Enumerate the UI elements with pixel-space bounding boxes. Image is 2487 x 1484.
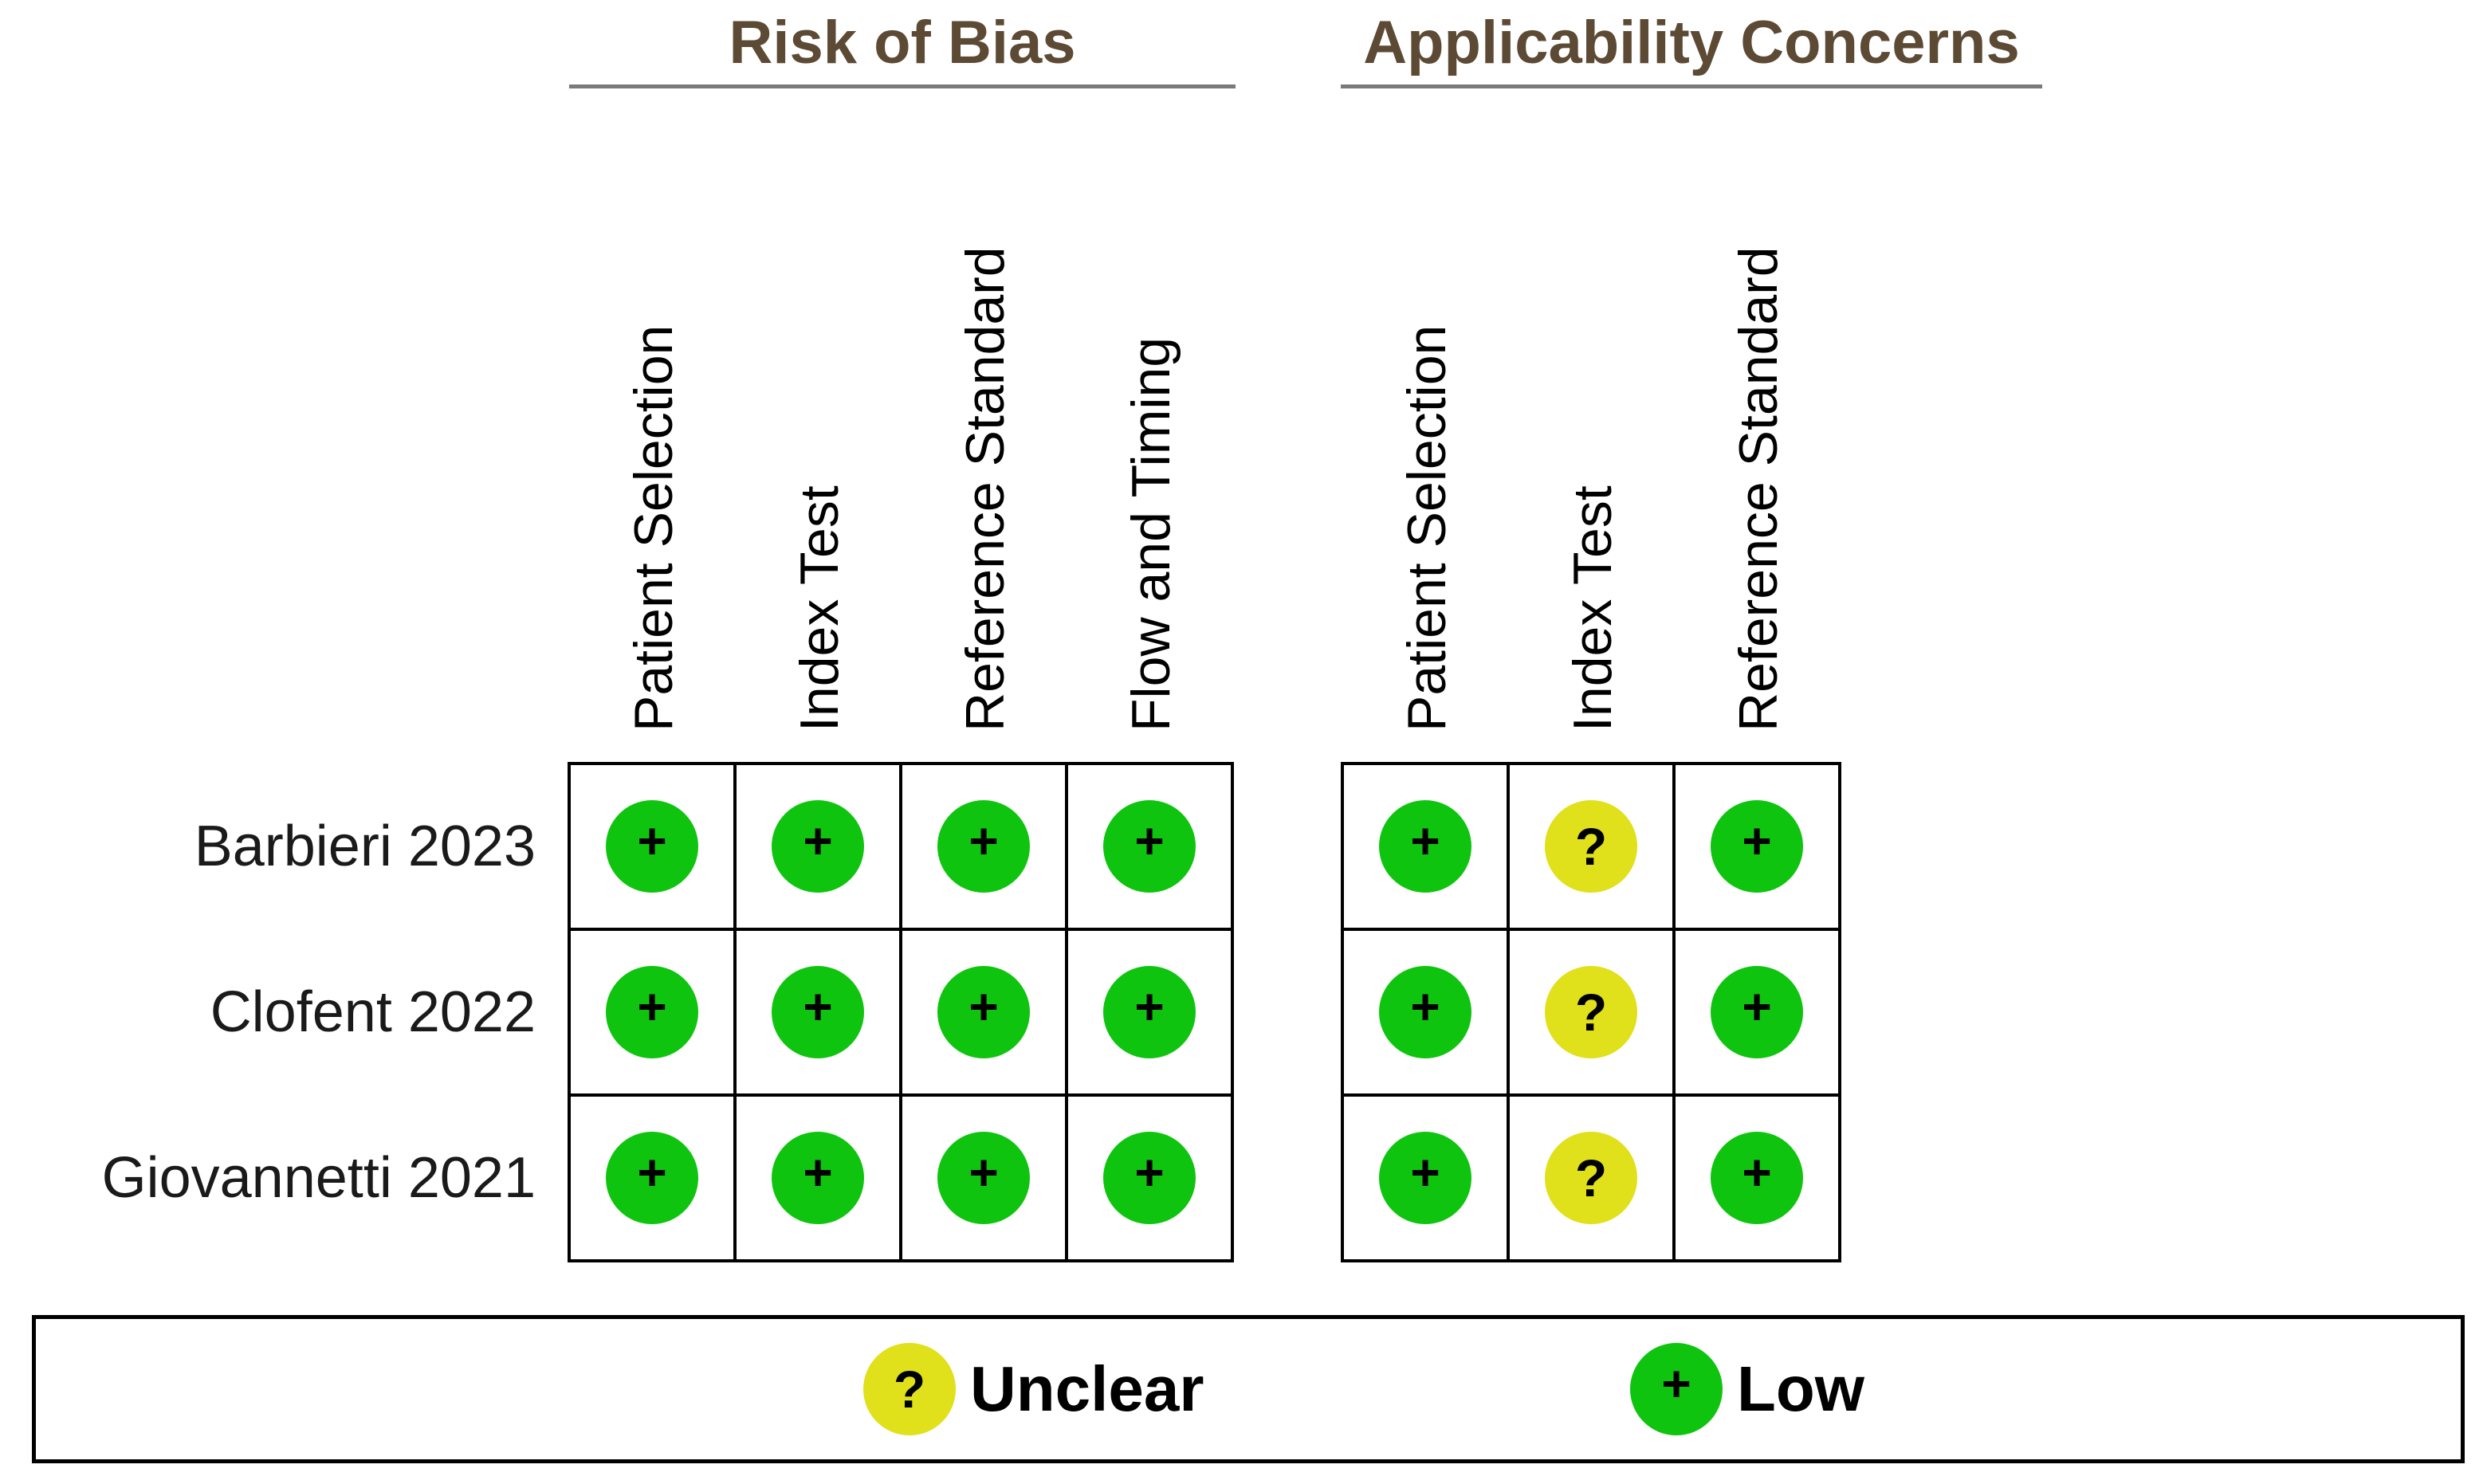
cell-giovannetti-2021-risk-of-bias-patient-selection: + (571, 1097, 737, 1262)
cell-giovannetti-2021-risk-of-bias-index-test: + (737, 1097, 902, 1262)
unclear-icon: ? (1545, 800, 1637, 893)
column-label-applicability-reference-standard: Reference Standard (1728, 246, 1789, 732)
unclear-icon: ? (863, 1343, 956, 1435)
low-icon: + (937, 800, 1030, 893)
legend-item-low: + Low (1630, 1319, 1864, 1459)
low-icon: + (1379, 966, 1471, 1058)
low-icon: + (1711, 800, 1803, 893)
cell-clofent-2022-applicability-patient-selection: + (1344, 931, 1510, 1097)
cell-clofent-2022-risk-of-bias-reference-standard: + (902, 931, 1068, 1097)
column-label-risk-of-bias-patient-selection: Patient Selection (623, 324, 684, 732)
risk-of-bias-grid: + + + + + + + + + + + + (568, 762, 1234, 1262)
column-label-applicability-patient-selection: Patient Selection (1397, 324, 1457, 732)
cell-barbieri-2023-applicability-reference-standard: + (1676, 765, 1841, 931)
cell-clofent-2022-risk-of-bias-index-test: + (737, 931, 902, 1097)
low-icon: + (937, 1132, 1030, 1224)
low-icon: + (1711, 966, 1803, 1058)
low-icon: + (1103, 800, 1196, 893)
unclear-icon: ? (1545, 1132, 1637, 1224)
study-label-barbieri: Barbieri 2023 (194, 815, 536, 878)
cell-barbieri-2023-applicability-index-test: ? (1510, 765, 1676, 931)
unclear-icon: ? (1545, 966, 1637, 1058)
legend: ? Unclear + Low (32, 1315, 2465, 1463)
low-icon: + (1379, 800, 1471, 893)
risk-of-bias-rule (569, 84, 1236, 88)
cell-barbieri-2023-risk-of-bias-index-test: + (737, 765, 902, 931)
low-icon: + (937, 966, 1030, 1058)
study-label-giovannetti: Giovannetti 2021 (101, 1146, 536, 1210)
cell-clofent-2022-risk-of-bias-flow-and-timing: + (1068, 931, 1234, 1097)
cell-clofent-2022-risk-of-bias-patient-selection: + (571, 931, 737, 1097)
cell-giovannetti-2021-applicability-patient-selection: + (1344, 1097, 1510, 1262)
legend-label-low: Low (1737, 1353, 1864, 1424)
cell-clofent-2022-applicability-reference-standard: + (1676, 931, 1841, 1097)
study-label-clofent: Clofent 2022 (210, 980, 536, 1044)
cell-barbieri-2023-risk-of-bias-flow-and-timing: + (1068, 765, 1234, 931)
risk-of-bias-title: Risk of Bias (729, 9, 1076, 77)
low-icon: + (772, 966, 864, 1058)
cell-clofent-2022-applicability-index-test: ? (1510, 931, 1676, 1097)
low-icon: + (1630, 1343, 1723, 1435)
column-label-risk-of-bias-flow-and-timing: Flow and Timing (1121, 336, 1181, 732)
low-icon: + (1711, 1132, 1803, 1224)
low-icon: + (1103, 1132, 1196, 1224)
applicability-concerns-rule (1341, 84, 2042, 88)
cell-giovannetti-2021-applicability-index-test: ? (1510, 1097, 1676, 1262)
cell-giovannetti-2021-risk-of-bias-reference-standard: + (902, 1097, 1068, 1262)
column-label-risk-of-bias-index-test: Index Test (789, 485, 850, 732)
applicability-grid: +? + +? + +? + (1341, 762, 1841, 1262)
low-icon: + (606, 800, 698, 893)
cell-giovannetti-2021-applicability-reference-standard: + (1676, 1097, 1841, 1262)
legend-item-unclear: ? Unclear (863, 1319, 1204, 1459)
low-icon: + (772, 800, 864, 893)
cell-barbieri-2023-risk-of-bias-reference-standard: + (902, 765, 1068, 931)
low-icon: + (606, 966, 698, 1058)
low-icon: + (772, 1132, 864, 1224)
legend-label-unclear: Unclear (970, 1353, 1204, 1424)
low-icon: + (1103, 966, 1196, 1058)
cell-barbieri-2023-risk-of-bias-patient-selection: + (571, 765, 737, 931)
low-icon: + (1379, 1132, 1471, 1224)
cell-giovannetti-2021-risk-of-bias-flow-and-timing: + (1068, 1097, 1234, 1262)
column-label-applicability-index-test: Index Test (1562, 485, 1623, 732)
column-label-risk-of-bias-reference-standard: Reference Standard (955, 246, 1016, 732)
cell-barbieri-2023-applicability-patient-selection: + (1344, 765, 1510, 931)
applicability-concerns-title: Applicability Concerns (1363, 9, 2020, 77)
low-icon: + (606, 1132, 698, 1224)
